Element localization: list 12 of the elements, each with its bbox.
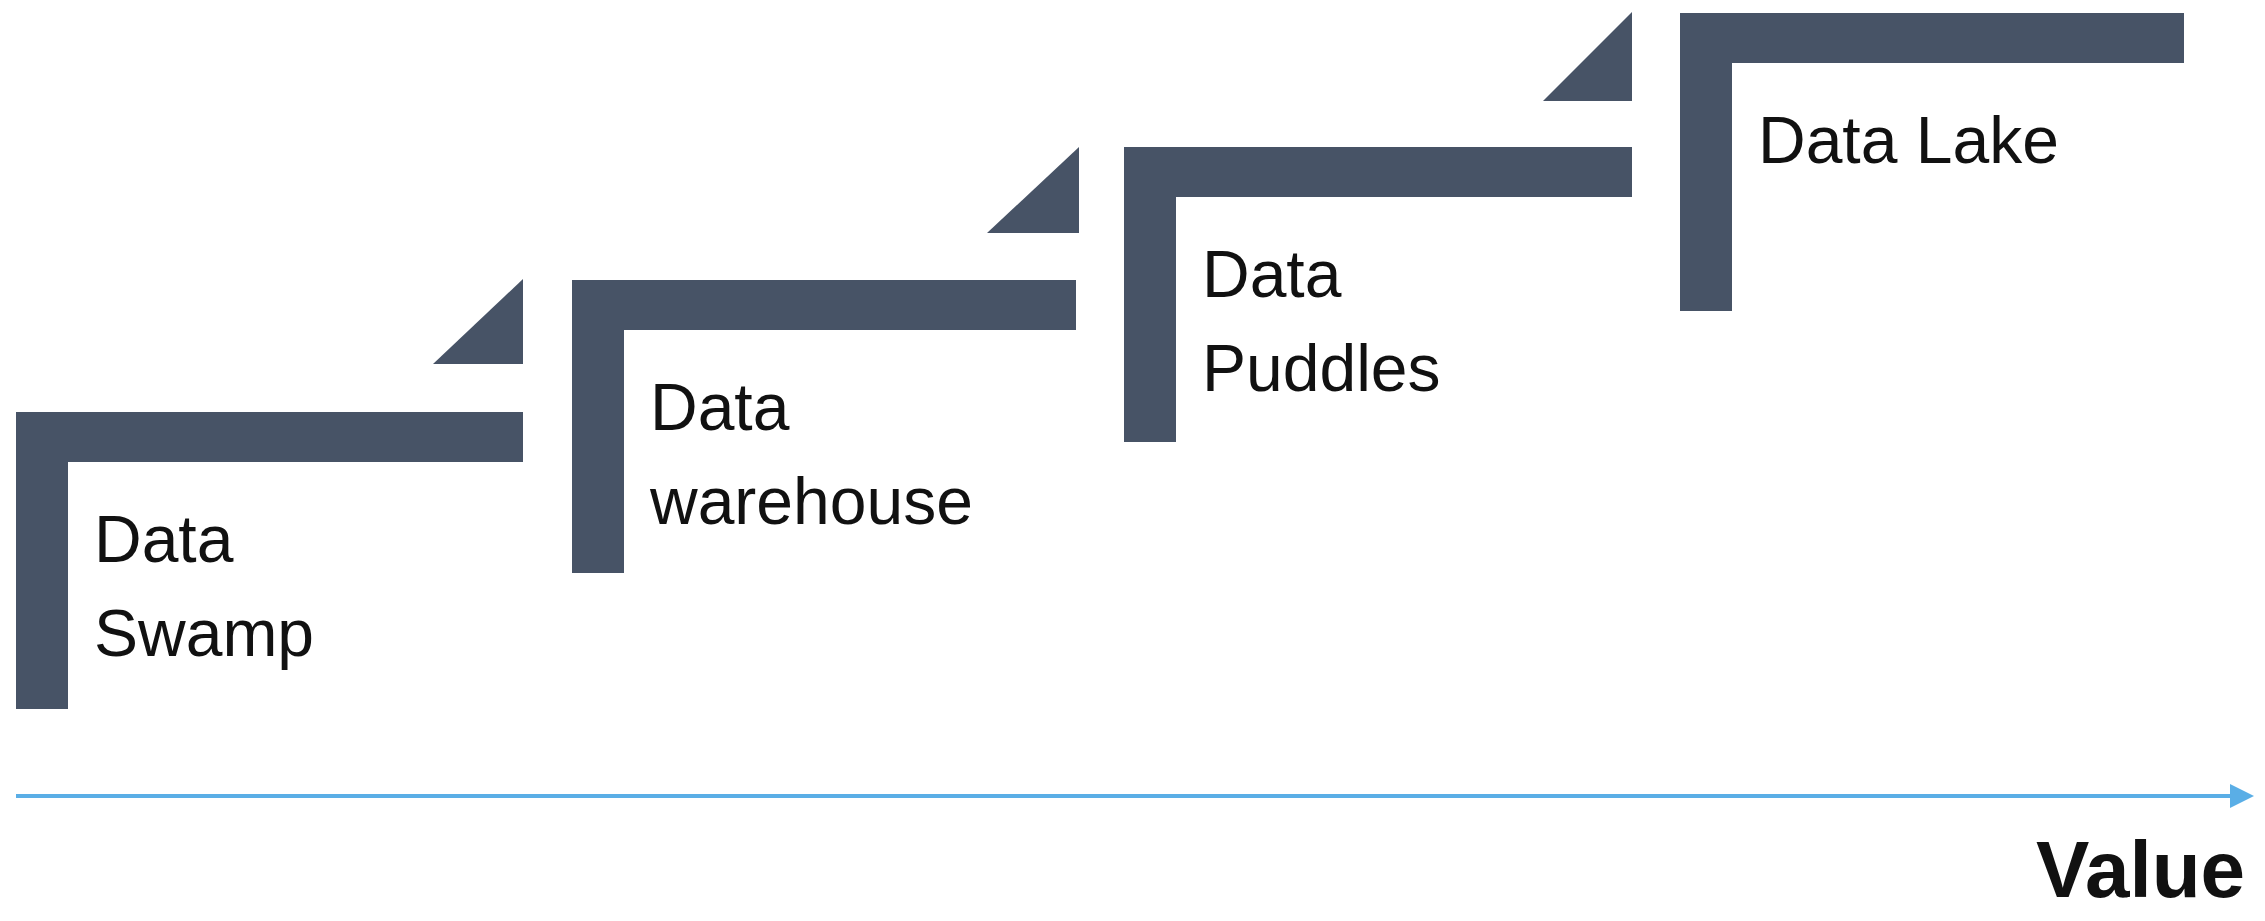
step-triangle bbox=[433, 279, 523, 364]
step-shape bbox=[1680, 13, 2184, 311]
step-shape bbox=[16, 412, 523, 709]
step-label: Data Swamp bbox=[94, 501, 316, 672]
step-shape bbox=[572, 280, 1076, 573]
step-triangle bbox=[987, 147, 1079, 233]
step-shape bbox=[1124, 147, 1632, 442]
step-label: Data Puddles bbox=[1202, 236, 1442, 407]
step-triangle bbox=[1543, 12, 1632, 101]
step-label: Data warehouse bbox=[650, 369, 974, 540]
step-label: Data Lake bbox=[1758, 102, 2060, 179]
axis-label: Value bbox=[2035, 830, 2245, 910]
